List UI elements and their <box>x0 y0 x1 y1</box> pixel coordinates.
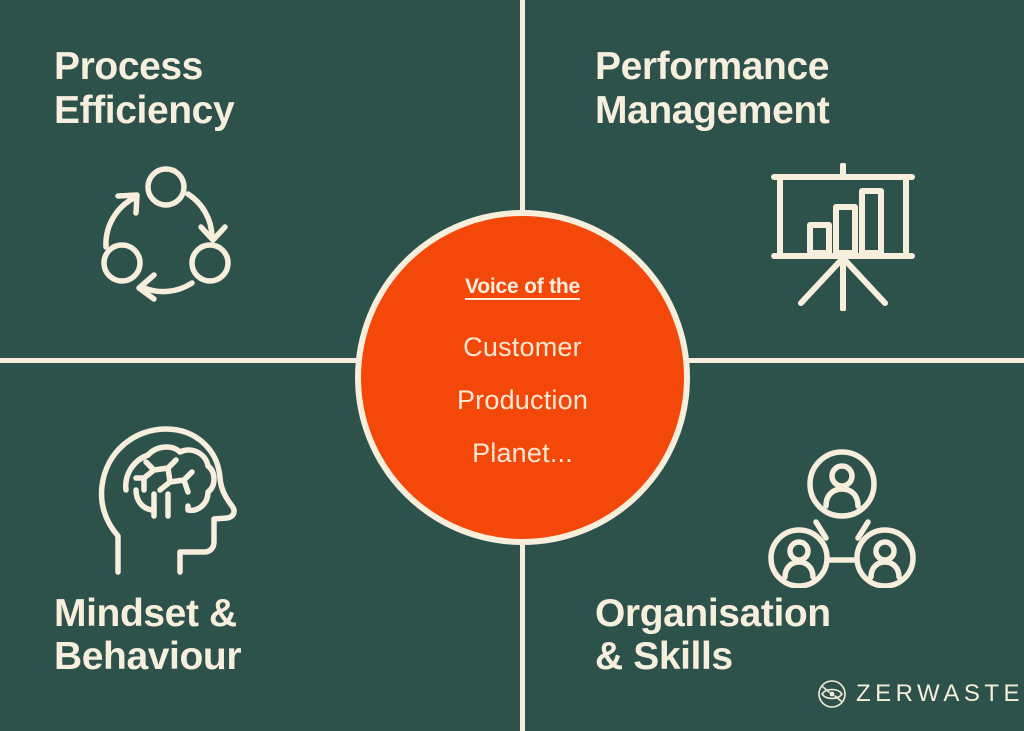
presentation-bar-chart-icon <box>768 163 918 311</box>
quadrant-title-organisation-skills: Organisation & Skills <box>595 591 831 679</box>
zerwaste-emblem-icon <box>817 679 847 709</box>
zerwaste-logo[interactable]: ZERWASTE <box>817 679 1024 709</box>
quadrant-title-process-efficiency: Process Efficiency <box>54 45 235 132</box>
quadrant-process-efficiency[interactable]: Process Efficiency <box>0 0 520 363</box>
quadrant-title-performance-management: Performance Management <box>595 45 830 132</box>
quadrant-performance-management[interactable]: Performance Management <box>525 0 1024 363</box>
center-circle-item-production: Production <box>456 385 589 415</box>
cycle-arrows-icon <box>92 165 240 305</box>
quadrant-organisation-skills[interactable]: Organisation & Skills <box>525 368 1024 731</box>
zerwaste-logo-text: ZERWASTE <box>855 680 1024 707</box>
brain-head-icon <box>96 424 244 576</box>
center-circle-voice-of-the[interactable]: Voice of the Customer Production Planet.… <box>355 210 690 545</box>
center-circle-heading: Voice of the <box>464 275 581 298</box>
quadrant-mindset-behaviour[interactable]: Mindset & Behaviour <box>0 368 520 731</box>
team-network-icon <box>766 448 918 588</box>
center-circle-item-planet: Planet... <box>472 438 573 468</box>
center-circle-item-customer: Customer <box>463 332 582 362</box>
quadrant-title-mindset-behaviour: Mindset & Behaviour <box>54 591 242 679</box>
